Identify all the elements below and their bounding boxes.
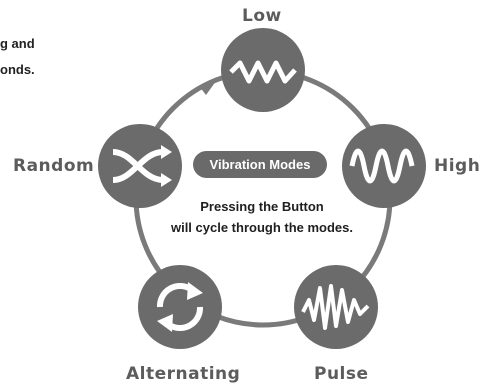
alternating-mode-icon: [138, 265, 222, 349]
intro-text-fragment-line2: onds.: [0, 62, 35, 77]
intro-text-fragment-line1: g and: [0, 36, 35, 51]
center-description: Pressing the Button will cycle through t…: [148, 196, 376, 238]
center-title-badge: Vibration Modes: [193, 151, 327, 178]
center-description-line2: will cycle through the modes.: [170, 220, 354, 235]
mode-label-low: Low: [242, 6, 282, 26]
mode-label-high: High: [434, 156, 481, 176]
mode-label-random: Random: [13, 156, 95, 176]
pulse-mode-icon: [294, 265, 378, 349]
center-description-line1: Pressing the Button: [200, 199, 324, 214]
low-wave-icon: [229, 60, 297, 84]
high-mode-icon: [342, 124, 426, 208]
random-mode-icon: [98, 124, 182, 208]
mode-label-pulse: Pulse: [314, 364, 369, 384]
low-mode-icon: [221, 28, 305, 112]
pulse-wave-icon: [301, 284, 370, 330]
cycle-arrow-icon: [199, 77, 219, 95]
alternating-cycle-icon: [156, 283, 194, 308]
high-wave-icon: [349, 148, 415, 184]
mode-label-alternating: Alternating: [126, 364, 241, 384]
